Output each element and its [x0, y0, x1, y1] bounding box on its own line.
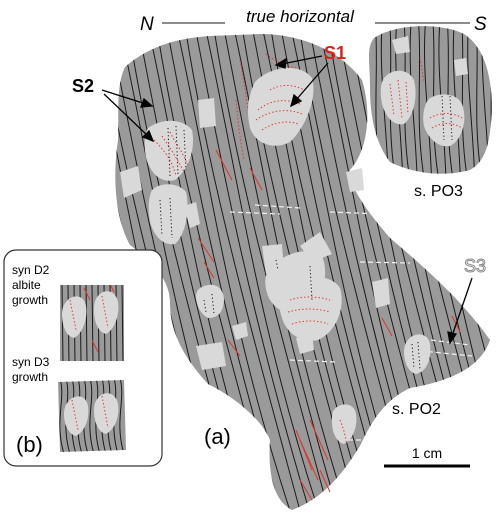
porphyroblast [332, 404, 357, 444]
panel-a-label: (a) [204, 424, 231, 449]
north-label: N [140, 14, 154, 35]
porphyroblast [423, 94, 465, 147]
porphyroblast [454, 58, 468, 76]
porphyroblast [232, 322, 248, 340]
porphyroblast [120, 166, 142, 198]
po2-label: s. PO2 [392, 401, 441, 418]
porphyroblast [372, 278, 390, 308]
porphyroblast [392, 36, 410, 54]
panel-b-label: (b) [16, 432, 43, 457]
porphyroblast [300, 232, 332, 262]
s3-label: S3 [464, 256, 486, 276]
foliation-trace [210, 34, 332, 510]
true-horizontal-title: true horizontal [246, 7, 355, 26]
porphyroblast [196, 284, 224, 318]
po3-black-trails [441, 95, 453, 141]
foliation-trace [452, 26, 461, 174]
south-label: S [474, 14, 487, 35]
foliation-trace [201, 34, 322, 510]
porphyroblast [62, 296, 87, 338]
foliation-trace [91, 285, 94, 361]
po3-label: s. PO3 [414, 183, 463, 200]
foliation-trace [432, 26, 440, 174]
inset-d3-label-line2: growth [12, 370, 48, 384]
s3-arrow [447, 277, 473, 345]
inset-d2-label-line2: albite [12, 278, 41, 292]
s2-label: S2 [72, 76, 94, 96]
scale-label: 1 cm [412, 445, 442, 461]
porphyroblast [196, 342, 226, 370]
porphyroblast [198, 98, 216, 128]
s1-label: S1 [324, 43, 346, 63]
foliation-trace [119, 380, 125, 452]
s2-arrows [101, 89, 155, 143]
black-inclusion-trails [159, 125, 421, 371]
foliation-trace [59, 380, 65, 452]
foliation-trace [417, 26, 425, 174]
inset-d2-label-line1: syn D2 [12, 263, 50, 277]
inset-d2-label-line3: growth [12, 293, 48, 307]
foliation-trace [461, 26, 469, 174]
po3-sample [369, 26, 492, 174]
porphyroblast [346, 168, 364, 192]
foliation-trace [121, 285, 124, 361]
inset-panel-b: syn D2 albite growth syn D3 growth (b) [3, 249, 163, 467]
porphyroblast [184, 202, 200, 228]
po3-porphyroblasts [380, 36, 468, 147]
porphyroblast [380, 70, 416, 125]
porphyroblast [94, 291, 119, 334]
foliation-trace [182, 34, 303, 510]
porphyroblast [94, 393, 119, 434]
porphyroblast [404, 334, 431, 374]
orientation-header: N true horizontal S [140, 7, 487, 35]
porphyroblast [247, 67, 314, 146]
title-backdrop [225, 10, 375, 28]
s1-arrows [274, 55, 329, 108]
inset-d3-label-line1: syn D3 [12, 355, 50, 369]
annotations: S1 S2 S3 s. PO3 s. PO2 (a) 1 cm [72, 43, 487, 468]
porphyroblast [296, 334, 314, 354]
po3-inclusion-trails [389, 57, 463, 129]
foliation-trace [489, 26, 492, 174]
foliation-trace [467, 26, 476, 174]
porphyroblast [148, 184, 188, 245]
inclusion-trails [153, 53, 347, 443]
foliation-trace [424, 26, 433, 174]
foliation-trace [61, 285, 64, 361]
porphyroblast [64, 396, 89, 436]
foliation-trace [191, 34, 313, 510]
foliation-trace [89, 380, 95, 452]
foliation-trace [85, 285, 88, 361]
